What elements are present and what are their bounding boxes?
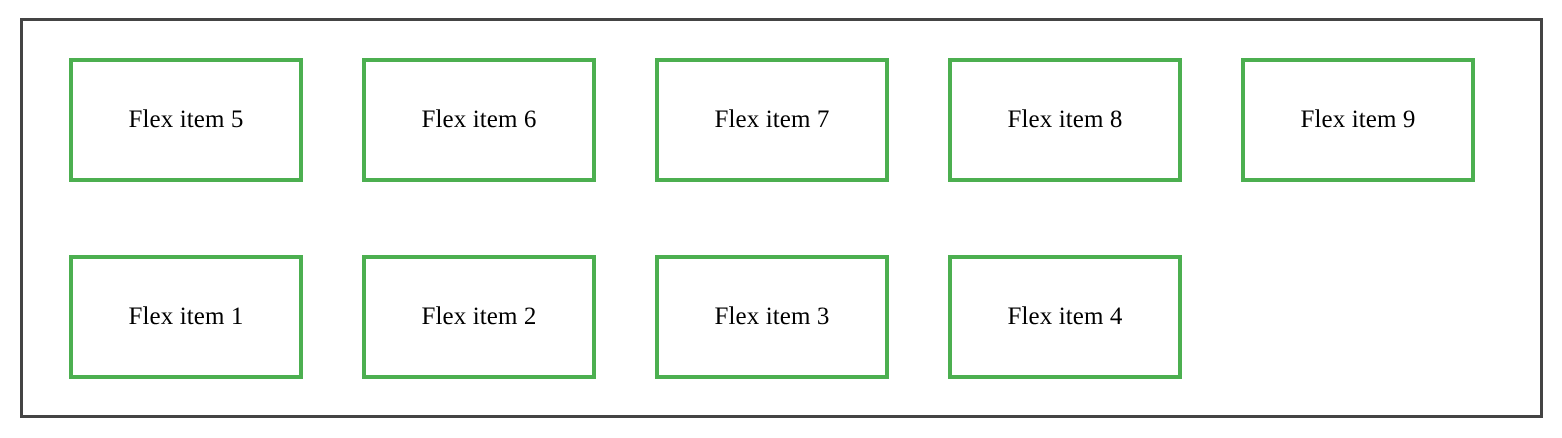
flex-item-3-label: Flex item 3 [714, 303, 830, 330]
flex-item-8-label: Flex item 8 [1007, 106, 1123, 133]
flex-item-9-label: Flex item 9 [1300, 106, 1416, 133]
flex-item-5[interactable]: Flex item 5 [69, 57, 303, 182]
flex-item-4[interactable]: Flex item 4 [948, 254, 1182, 379]
flex-item-8[interactable]: Flex item 8 [948, 57, 1182, 182]
flex-item-3[interactable]: Flex item 3 [655, 254, 889, 379]
flex-item-6[interactable]: Flex item 6 [362, 57, 596, 182]
flex-item-1[interactable]: Flex item 1 [69, 254, 303, 379]
flex-item-9[interactable]: Flex item 9 [1241, 57, 1475, 182]
flex-item-6-label: Flex item 6 [421, 106, 537, 133]
flex-item-2[interactable]: Flex item 2 [362, 254, 596, 379]
flex-item-7-label: Flex item 7 [714, 106, 830, 133]
flex-item-2-label: Flex item 2 [421, 303, 537, 330]
flex-item-5-label: Flex item 5 [128, 106, 244, 133]
flex-item-1-label: Flex item 1 [128, 303, 244, 330]
flex-container: Flex item 1 Flex item 2 Flex item 3 Flex… [20, 18, 1543, 418]
flex-item-4-label: Flex item 4 [1007, 303, 1123, 330]
flex-item-7[interactable]: Flex item 7 [655, 57, 889, 182]
